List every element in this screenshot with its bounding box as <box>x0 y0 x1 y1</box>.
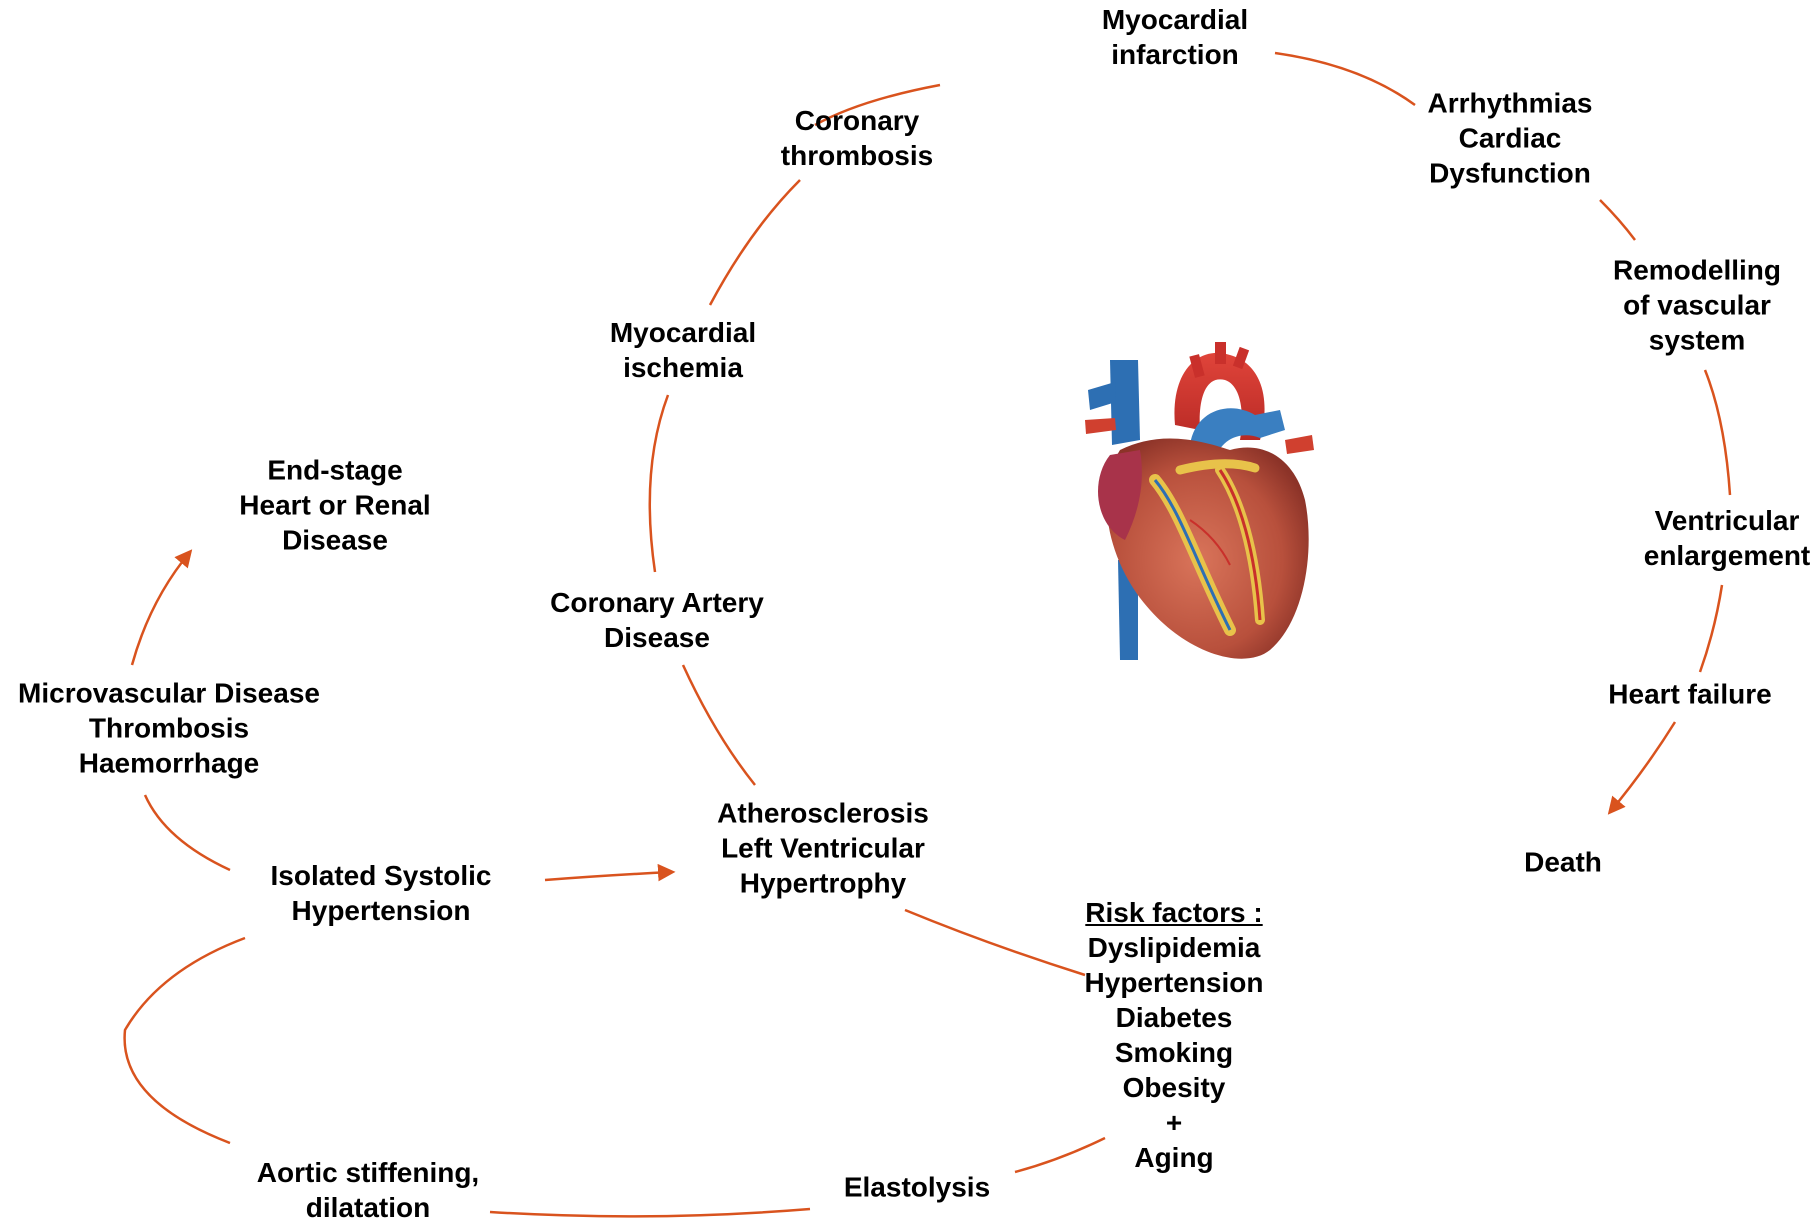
heart-anatomy-illustration <box>1080 330 1340 670</box>
node-death: Death <box>1524 845 1602 880</box>
arrow-microvascular-to-endstage <box>132 552 190 665</box>
risk-factors-heading: Risk factors : <box>1085 895 1264 930</box>
node-risk-factors: Risk factors : Dyslipidemia Hypertension… <box>1085 895 1264 1175</box>
arc-elastolysis-to-aortic <box>490 1209 810 1216</box>
node-elastolysis: Elastolysis <box>844 1170 990 1205</box>
arrow-heart-failure-to-death <box>1610 722 1675 812</box>
arc-cad-to-ischemia <box>650 395 668 572</box>
node-aortic-stiffening: Aortic stiffening,dilatation <box>257 1155 479 1225</box>
arc-risk-to-atherosclerosis <box>905 910 1085 975</box>
node-heart-failure: Heart failure <box>1608 677 1771 712</box>
arrow-ish-to-atherosclerosis <box>545 872 672 880</box>
arc-ish-to-microvascular <box>145 795 230 870</box>
arc-enlargement-to-heart-failure <box>1700 585 1722 672</box>
arc-infarction-to-arrhythmias <box>1275 53 1415 105</box>
arc-aortic-to-ish <box>125 938 245 1143</box>
arc-atherosclerosis-to-cad <box>683 665 755 785</box>
arc-arrhythmias-to-remodelling <box>1600 200 1635 240</box>
arc-remodelling-to-enlargement <box>1705 370 1730 495</box>
arc-ischemia-to-thrombosis <box>710 180 800 305</box>
